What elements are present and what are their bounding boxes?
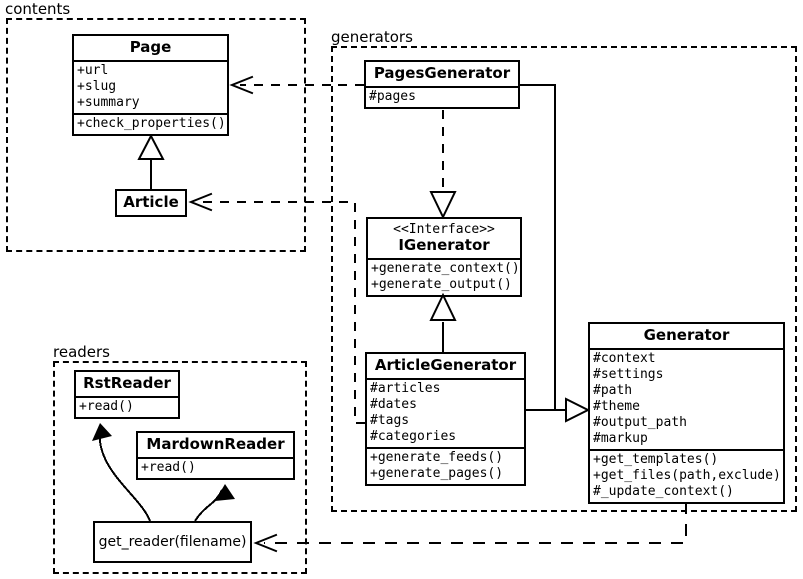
package-label-generators: generators bbox=[330, 28, 415, 46]
class-attribute: #theme bbox=[593, 399, 640, 414]
package-frame-contents bbox=[6, 18, 306, 252]
class-box-articlegenerator[interactable]: ArticleGenerator #articles #dates #tags … bbox=[365, 352, 526, 486]
class-attribute: #pages bbox=[369, 89, 416, 104]
class-header-igenerator: <<Interface>> IGenerator bbox=[368, 219, 520, 258]
class-box-article[interactable]: Article bbox=[115, 189, 187, 217]
class-attributes-generator: #context #settings #path #theme #output_… bbox=[590, 348, 783, 449]
class-attribute: #articles bbox=[370, 381, 441, 396]
class-method: +generate_feeds() bbox=[370, 450, 504, 465]
class-title-article: Article bbox=[123, 193, 179, 211]
class-title-pagesgenerator: PagesGenerator bbox=[373, 64, 511, 82]
class-method: +generate_context() bbox=[371, 261, 520, 276]
class-method: +check_properties() bbox=[77, 116, 226, 131]
class-method: +generate_pages() bbox=[370, 466, 504, 481]
class-title-mardownreader: MardownReader bbox=[146, 435, 285, 453]
class-method: +read() bbox=[141, 460, 196, 475]
class-methods-igenerator: +generate_context() +generate_output() bbox=[368, 258, 520, 295]
class-attribute: #markup bbox=[593, 431, 648, 446]
class-box-rstreader[interactable]: RstReader +read() bbox=[74, 370, 180, 419]
class-attribute: #context bbox=[593, 351, 656, 366]
class-methods-mardownreader: +read() bbox=[138, 457, 293, 478]
class-attribute: #path bbox=[593, 383, 633, 398]
class-box-mardownreader[interactable]: MardownReader +read() bbox=[136, 431, 295, 480]
class-attributes-page: +url +slug +summary bbox=[74, 60, 227, 113]
class-box-pagesgenerator[interactable]: PagesGenerator #pages bbox=[364, 60, 520, 109]
class-method: +generate_output() bbox=[371, 277, 512, 292]
class-method: +read() bbox=[79, 399, 134, 414]
class-methods-articlegenerator: +generate_feeds() +generate_pages() bbox=[367, 447, 524, 484]
package-frame-readers bbox=[53, 361, 307, 574]
package-label-readers: readers bbox=[52, 343, 112, 361]
class-box-page[interactable]: Page +url +slug +summary +check_properti… bbox=[72, 34, 229, 136]
class-attribute: #dates bbox=[370, 397, 417, 412]
class-attribute: +url bbox=[77, 63, 109, 78]
class-attributes-pagesgenerator: #pages bbox=[366, 86, 518, 107]
class-method: +get_templates() bbox=[593, 452, 719, 467]
class-attribute: +slug bbox=[77, 79, 117, 94]
class-attribute: #categories bbox=[370, 429, 457, 444]
class-box-igenerator[interactable]: <<Interface>> IGenerator +generate_conte… bbox=[366, 217, 522, 297]
class-method: +get_files(path,exclude) bbox=[593, 468, 781, 483]
class-attribute: #settings bbox=[593, 367, 664, 382]
class-title-articlegenerator: ArticleGenerator bbox=[374, 356, 517, 374]
class-method: #_update_context() bbox=[593, 484, 734, 499]
class-methods-rstreader: +read() bbox=[76, 396, 178, 417]
class-title-generator: Generator bbox=[643, 326, 730, 344]
class-stereotype-igenerator: <<Interface>> bbox=[393, 222, 495, 237]
class-attribute: #tags bbox=[370, 413, 410, 428]
class-attribute: #output_path bbox=[593, 415, 687, 430]
class-title-rstreader: RstReader bbox=[83, 374, 171, 392]
package-label-contents: contents bbox=[4, 0, 73, 18]
class-title-igenerator: IGenerator bbox=[398, 236, 490, 254]
class-title-page: Page bbox=[129, 38, 172, 56]
class-methods-generator: +get_templates() +get_files(path,exclude… bbox=[590, 449, 783, 502]
class-attributes-articlegenerator: #articles #dates #tags #categories bbox=[367, 378, 524, 447]
class-box-generator[interactable]: Generator #context #settings #path #them… bbox=[588, 322, 785, 504]
function-label-get-reader: get_reader(filename) bbox=[98, 534, 247, 550]
function-box-get-reader[interactable]: get_reader(filename) bbox=[93, 521, 252, 563]
class-attribute: +summary bbox=[77, 95, 140, 110]
class-methods-page: +check_properties() bbox=[74, 113, 227, 134]
